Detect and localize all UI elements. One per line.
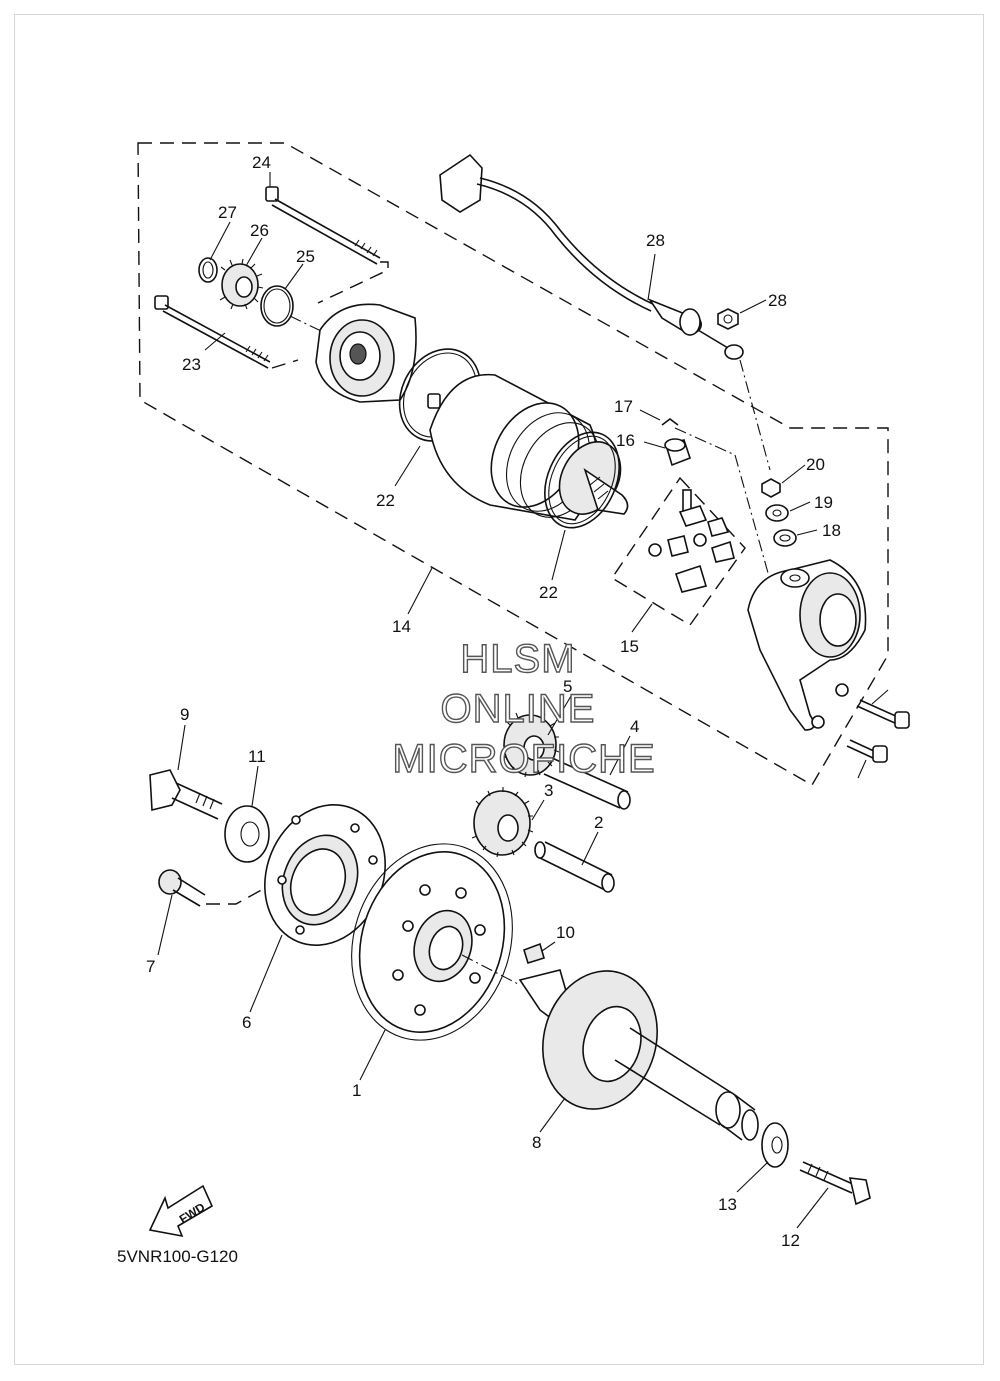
flange-bolt-9	[149, 769, 223, 820]
callout-11: 11	[248, 747, 266, 766]
callout-22-upper: 24	[252, 153, 271, 172]
callout-21-rear: 22	[539, 583, 558, 602]
callout-20: 20	[806, 455, 825, 474]
callout-21-front: 22	[376, 491, 395, 510]
diagram-frame	[14, 14, 984, 1365]
callout-10: 10	[556, 923, 575, 942]
through-bolt-upper	[265, 186, 381, 265]
holder-center-line	[674, 427, 736, 456]
callout-17: 17	[614, 397, 633, 416]
brush-set	[648, 489, 735, 593]
starter-rear-cover	[747, 559, 867, 731]
bushing-16	[664, 438, 691, 467]
washer-19	[765, 504, 789, 522]
idler-gear-5	[500, 710, 560, 778]
washer-18	[773, 529, 797, 547]
starter-drive-shaft-8	[518, 969, 759, 1141]
watermark: HLSM ONLINE MICROFICHE	[392, 636, 656, 781]
watermark-line-1: HLSM	[460, 637, 575, 681]
callout-19: 19	[814, 493, 833, 512]
callout-1: 1	[352, 1081, 361, 1100]
pinion-gear	[219, 258, 264, 310]
callout-24: 26	[250, 221, 269, 240]
bolt-12	[799, 1161, 871, 1206]
washer-11	[224, 805, 270, 863]
idler-shaft-2	[534, 841, 615, 893]
bolt-guide-line-2	[271, 359, 299, 369]
terminal-center-line	[739, 359, 771, 471]
callout-5: 5	[563, 677, 572, 696]
callout-13: 13	[718, 1195, 737, 1214]
starter-front-cover	[315, 303, 417, 403]
starter-cable	[439, 153, 744, 360]
gasket-rear	[544, 431, 620, 529]
leader-lines	[157, 172, 889, 1229]
one-way-clutch-6	[264, 803, 386, 947]
callout-22-lower: 23	[182, 355, 201, 374]
watermark-line-3: MICROFICHE	[392, 737, 655, 781]
callout-25: 27	[218, 203, 237, 222]
circlip	[198, 257, 218, 283]
woodruff-key-10	[523, 942, 545, 965]
callout-15: 15	[620, 637, 639, 656]
idler-gear-3	[471, 787, 534, 858]
starter-wheel-gear-1	[351, 843, 513, 1041]
callout-9: 9	[180, 705, 189, 724]
cover-bolt-upper	[856, 699, 910, 729]
watermark-line-2: ONLINE	[441, 687, 596, 731]
washer-13	[761, 1122, 789, 1168]
cover-bolt-lower	[846, 739, 888, 763]
fwd-arrow-icon	[148, 1184, 214, 1238]
callout-26: 28	[646, 231, 665, 250]
armature-shaft	[583, 468, 629, 515]
terminal-nut	[717, 308, 739, 330]
gear-center-line	[461, 954, 521, 986]
callout-18: 18	[822, 521, 841, 540]
holder-center-line-2	[734, 454, 771, 581]
bolt-guide-line	[317, 261, 389, 304]
terminal-nut-20	[761, 478, 781, 498]
callout-14: 14	[392, 617, 411, 636]
callout-6: 6	[242, 1013, 251, 1032]
starter-assembly-outline	[137, 142, 889, 786]
through-bolt-lower	[154, 295, 271, 369]
brush-holder-outline	[611, 476, 746, 626]
callout-7: 7	[146, 957, 155, 976]
bolt-7	[158, 869, 266, 907]
callout-27: 28	[768, 291, 787, 310]
idler-shaft-4	[543, 757, 631, 810]
callout-8: 8	[532, 1133, 541, 1152]
o-ring	[260, 285, 294, 327]
callout-12: 12	[781, 1231, 800, 1250]
callout-3: 3	[544, 781, 553, 800]
callout-23: 25	[296, 247, 315, 266]
callout-16: 16	[616, 431, 635, 450]
o-ring-17	[661, 418, 679, 426]
callout-4: 4	[630, 717, 639, 736]
callout-2: 2	[594, 813, 603, 832]
drawing-code: 5VNR100-G120	[117, 1247, 238, 1266]
